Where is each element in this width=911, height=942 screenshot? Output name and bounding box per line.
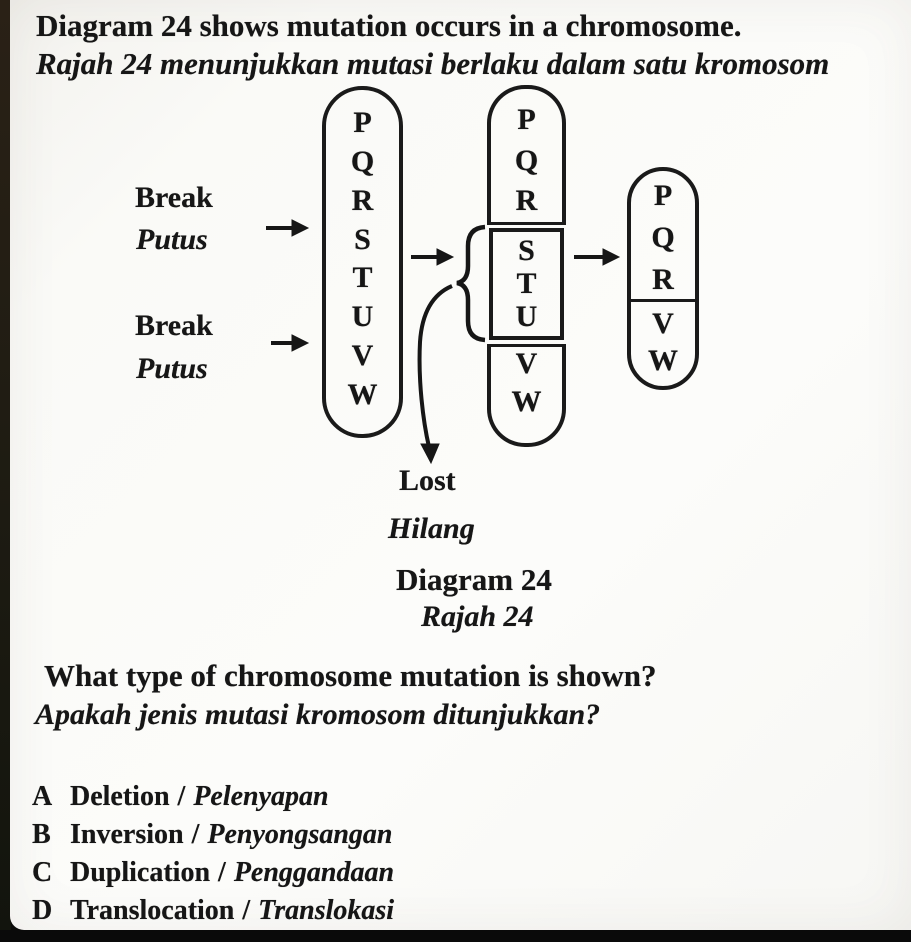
gene-letter: Q	[514, 143, 539, 177]
question-text-ms: Apakah jenis mutasi kromosom ditunjukkan…	[35, 698, 601, 731]
gene-letter: U	[351, 300, 374, 334]
chromosome-result-top-section: P Q R	[631, 171, 695, 299]
lost-label-ms: Hilang	[388, 512, 475, 545]
gene-letter: U	[515, 300, 538, 333]
gene-letter: P	[653, 179, 673, 212]
option-text-en: Translocation	[70, 895, 235, 926]
chromosome-broken-middle-segment: S T U	[489, 228, 564, 340]
scan-bottom-border	[0, 930, 911, 942]
paper-sheet	[10, 0, 911, 930]
diagram-caption-ms: Rajah 24	[421, 600, 534, 633]
break-label-1-ms: Putus	[136, 223, 208, 256]
gene-letter: S	[354, 222, 371, 256]
question-text-en: What type of chromosome mutation is show…	[44, 658, 657, 693]
chromosome-result-bottom-section: V W	[631, 299, 695, 386]
option-a: A Deletion / Pelenyapan	[32, 778, 394, 816]
chromosome-broken-top-segment: P Q R	[487, 85, 566, 225]
gene-letter: Q	[350, 144, 375, 178]
gene-letter: R	[351, 183, 374, 217]
lost-label-en: Lost	[399, 464, 456, 497]
diagram-caption-en: Diagram 24	[396, 562, 552, 597]
gene-letter: W	[648, 344, 678, 377]
option-separator: /	[191, 819, 200, 850]
option-letter: A	[32, 781, 53, 812]
gene-letter: V	[351, 339, 374, 373]
option-text-ms: Penyongsangan	[207, 819, 393, 850]
gene-letter: R	[515, 184, 538, 217]
scan-left-border	[0, 0, 11, 942]
option-text-ms: Penggandaan	[233, 857, 395, 888]
option-text-ms: Translokasi	[258, 895, 395, 926]
option-b: B Inversion / Penyongsangan	[32, 816, 394, 854]
break-label-1-en: Break	[135, 181, 213, 214]
break-label-2-en: Break	[135, 309, 213, 342]
gene-letter: P	[353, 106, 372, 139]
option-letter: C	[32, 857, 53, 888]
gene-letter: Q	[651, 221, 675, 254]
option-separator: /	[218, 857, 226, 888]
gene-letter: T	[516, 267, 537, 300]
gene-letter: V	[515, 347, 538, 380]
answer-options: A Deletion / Pelenyapan B Inversion / Pe…	[32, 778, 394, 930]
option-d: D Translocation / Translokasi	[32, 892, 394, 930]
gene-letter: W	[511, 385, 542, 418]
break-label-2-ms: Putus	[136, 352, 208, 385]
question-intro-en: Diagram 24 shows mutation occurs in a ch…	[36, 8, 742, 43]
gene-letter: V	[652, 307, 674, 340]
option-text-en: Duplication	[70, 857, 211, 888]
question-intro-ms: Rajah 24 menunjukkan mutasi berlaku dala…	[36, 46, 830, 81]
option-text-ms: Pelenyapan	[193, 781, 329, 812]
gene-letter: T	[352, 261, 373, 295]
option-c: C Duplication / Penggandaan	[32, 854, 394, 892]
gene-letter: P	[517, 103, 536, 136]
gene-letter: S	[518, 234, 535, 267]
option-letter: D	[32, 895, 53, 926]
option-text-en: Deletion	[70, 781, 170, 812]
gene-letter: W	[347, 377, 378, 411]
option-letter: B	[32, 819, 51, 850]
chromosome-result: P Q R V W	[627, 167, 699, 390]
chromosome-original: P Q R S T U V W	[322, 86, 403, 438]
chromosome-broken-bottom-segment: V W	[487, 344, 566, 447]
gene-letter: R	[652, 263, 674, 296]
option-separator: /	[177, 781, 186, 812]
option-separator: /	[242, 895, 251, 926]
option-text-en: Inversion	[70, 819, 184, 850]
